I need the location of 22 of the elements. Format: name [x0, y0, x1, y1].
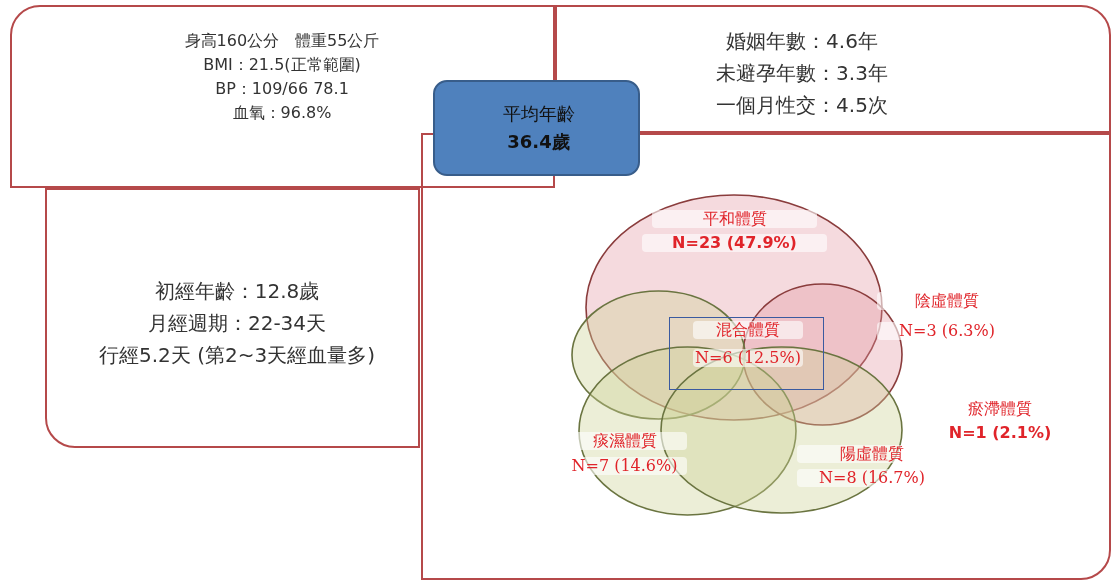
info-panel [421, 133, 1111, 580]
stat-text: 血氧：96.8% [231, 104, 333, 123]
stat-text: 婚姻年數：4.6年 [725, 30, 879, 53]
stat-text: BP：109/66 78.1 [214, 80, 350, 99]
stat-text: 初經年齡：12.8歲 [153, 280, 321, 303]
count-percentage: N=23 (47.9%) [642, 234, 827, 253]
stat-text: BMI：21.5(正常範圍) [202, 56, 362, 75]
stat-text: 行經5.2天 (第2~3天經血量多) [98, 344, 376, 367]
stat-text: 一個月性交：4.5次 [715, 94, 889, 117]
stat-text: 身高160公分 體重55公斤 [183, 32, 381, 51]
age-box [433, 80, 640, 176]
stat-text: 36.4歲 [506, 132, 571, 153]
overlap-rectangle [669, 317, 824, 390]
stat-text: 未避孕年數：3.3年 [715, 62, 889, 85]
stat-text: 月經週期：22-34天 [146, 312, 328, 335]
stat-text: 平均年齡 [501, 104, 576, 125]
constitution-type: 混合體質 [693, 321, 803, 340]
count-percentage: N=1 (2.1%) [947, 424, 1053, 443]
constitution-type: 平和體質 [652, 210, 817, 229]
constitution-type: 瘀滯體質 [967, 400, 1033, 419]
info-panel [45, 188, 420, 448]
count-percentage: N=6 (12.5%) [693, 349, 803, 368]
